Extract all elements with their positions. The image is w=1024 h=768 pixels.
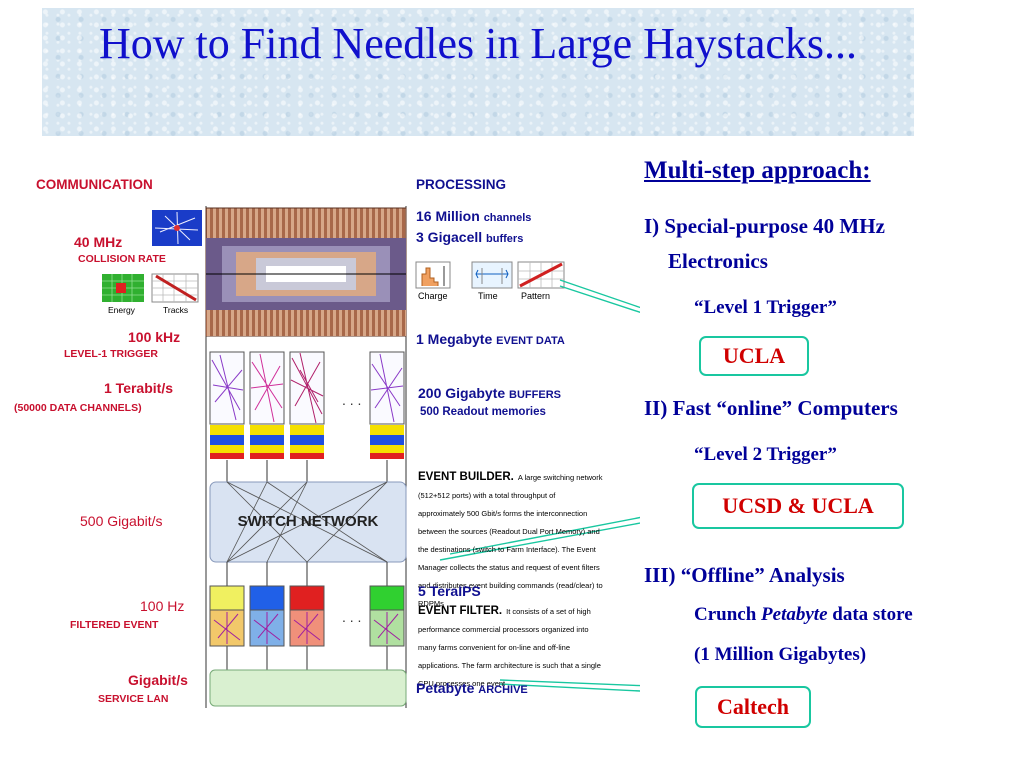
communication-label: COMMUNICATION (36, 177, 153, 192)
approach-heading: Multi-step approach: (644, 157, 871, 184)
filter-farms: . . . (209, 585, 405, 647)
event-builder-text: EVENT BUILDER. A large switching network… (418, 467, 604, 611)
khz-label: 100 kHz (128, 329, 181, 345)
title-banner (42, 8, 914, 136)
time-label: Time (478, 291, 498, 301)
gigacell-value: 3 Gigacell (416, 229, 483, 245)
detector-image (205, 207, 407, 337)
switch-network-label: SWITCH NETWORK (237, 513, 379, 530)
step1-text: I) Special-purpose 40 MHz (644, 214, 885, 238)
switch-network-box (209, 481, 407, 563)
institution-caltech: Caltech (695, 686, 811, 728)
gigabit500-label: 500 Gigabit/s (80, 513, 163, 529)
readout-columns: . . . (209, 351, 405, 459)
step3-text: III) “Offline” Analysis (644, 563, 845, 587)
event-filter-text: EVENT FILTER. It consists of a set of hi… (418, 601, 608, 691)
channels-word: channels (483, 212, 532, 224)
petabyte-label: Petabyte ARCHIVE (416, 680, 528, 696)
institution-ucsd-ucla: UCSD & UCLA (692, 483, 904, 529)
pattern-label: Pattern (521, 291, 551, 301)
archive-word: ARCHIVE (478, 684, 528, 696)
megabyte-value: 1 Megabyte (416, 331, 493, 347)
event-display-icon (152, 210, 202, 246)
level1-trigger-text: “Level 1 Trigger” (694, 297, 837, 318)
collision-rate-label: COLLISION RATE (78, 253, 166, 265)
level1-label: LEVEL-1 TRIGGER (64, 348, 158, 360)
step2-text: II) Fast “online” Computers (644, 396, 898, 420)
terabit-label: 1 Terabit/s (104, 380, 173, 396)
million-channels-label: 16 Million channels (416, 208, 531, 224)
buffers-caps-word: BUFFERS (509, 389, 561, 401)
event-builder-description: A large switching network (512+512 ports… (418, 473, 603, 608)
filtered-event-label: FILTERED EVENT (70, 619, 159, 631)
connector-lines (439, 279, 640, 692)
level2-trigger-text: “Level 2 Trigger” (694, 444, 837, 465)
event-filter-heading: EVENT FILTER. (418, 605, 503, 617)
teraips-label: 5 TeraIPS (418, 583, 481, 599)
pattern-icon (517, 261, 565, 289)
step1-text-line2: Electronics (668, 249, 768, 273)
hz-label: 100 Hz (140, 598, 185, 614)
processing-label: PROCESSING (416, 177, 507, 192)
buffers-word: buffers (486, 233, 524, 245)
crunch-word: Crunch (694, 604, 757, 625)
energy-label: Energy (108, 305, 135, 315)
event-data-word: EVENT DATA (496, 335, 565, 347)
event-builder-heading: EVENT BUILDER. (418, 471, 514, 483)
energy-icon (102, 274, 144, 302)
charge-label: Charge (418, 291, 448, 301)
channels-label: (50000 DATA CHANNELS) (14, 402, 142, 414)
gigacell-label: 3 Gigacell buffers (416, 229, 523, 245)
service-lan-label: SERVICE LAN (98, 693, 169, 705)
page-title: How to Find Needles in Large Haystacks..… (98, 19, 858, 68)
petabyte-value: Petabyte (416, 680, 475, 696)
svg-text:. . .: . . . (342, 609, 361, 625)
gigabyte-value: 200 Gigabyte (418, 385, 506, 401)
mhz-label: 40 MHz (74, 234, 123, 250)
crunch-text: Crunch Petabyte data store (694, 604, 913, 626)
tracks-icon (151, 273, 199, 303)
event-filter-description: It consists of a set of high performance… (418, 607, 601, 688)
gigabit-label: Gigabit/s (128, 672, 188, 688)
data-store-word: data store (832, 604, 913, 625)
tracks-label: Tracks (163, 305, 189, 315)
petabyte-word: Petabyte (761, 604, 828, 625)
institution-ucla: UCLA (699, 336, 809, 376)
daq-diagram: . . . (102, 206, 640, 708)
service-lan-box (209, 669, 407, 707)
gigabyte-label: 200 Gigabyte BUFFERS (418, 385, 561, 401)
million-gigabytes-text: (1 Million Gigabytes) (694, 644, 867, 665)
million-value: 16 Million (416, 208, 480, 224)
charge-icon (415, 261, 451, 289)
time-icon (471, 261, 513, 289)
megabyte-label: 1 Megabyte EVENT DATA (416, 331, 565, 347)
readout-label: 500 Readout memories (420, 406, 546, 418)
svg-text:. . .: . . . (342, 392, 361, 408)
